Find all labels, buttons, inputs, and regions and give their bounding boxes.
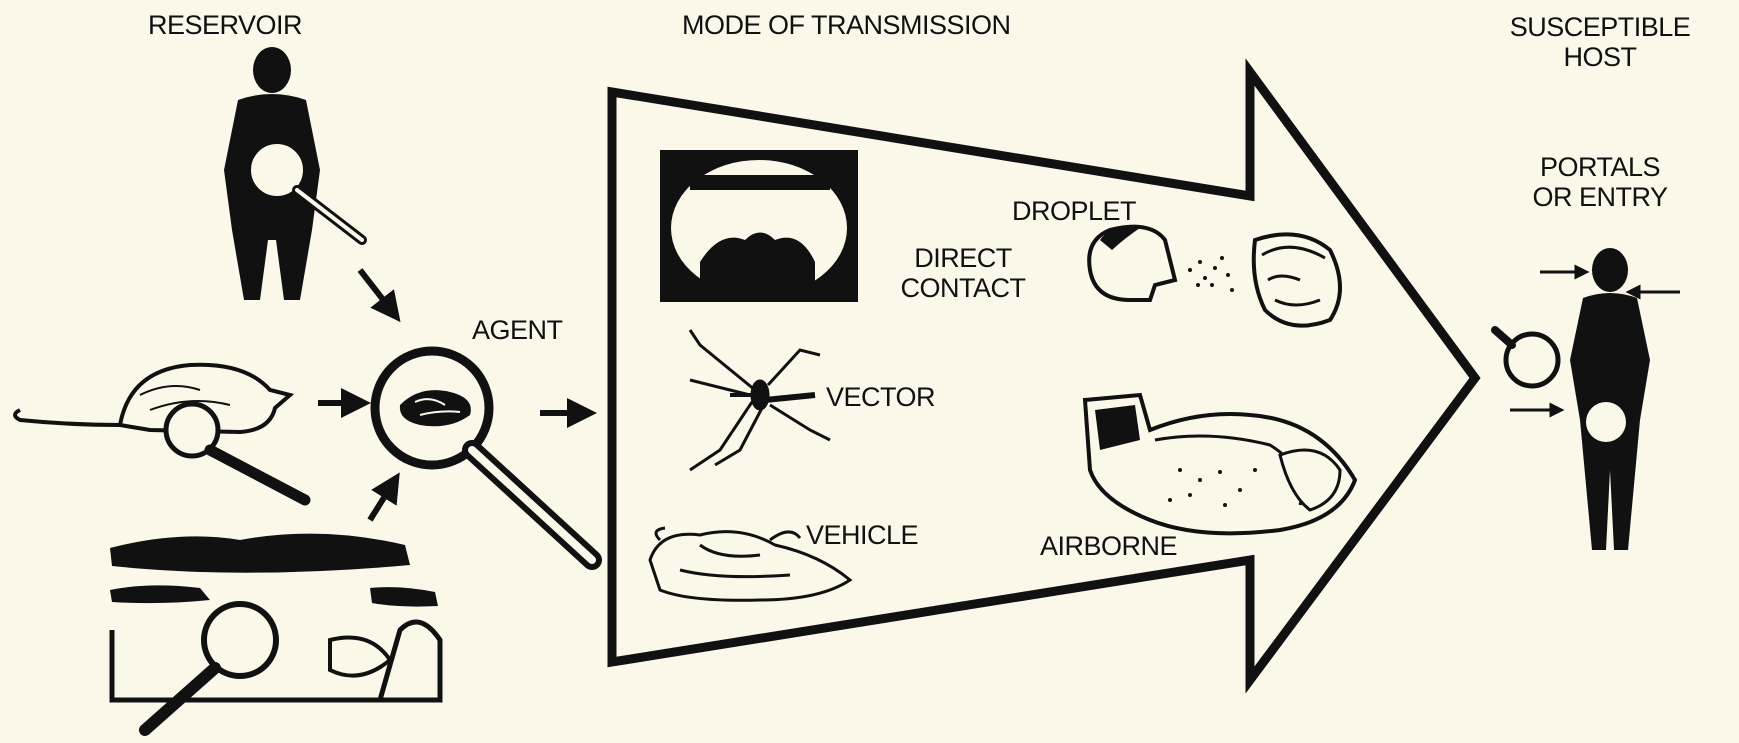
susceptible-host-line2: HOST [1470,42,1730,72]
mode-of-transmission-label: MODE OF TRANSMISSION [682,10,1011,40]
susceptible-host-icon [1495,248,1680,550]
portals-line1: PORTALS [1500,152,1700,182]
airborne-label: AIRBORNE [1040,531,1177,561]
direct-contact-line2: CONTACT [868,273,1058,303]
vehicle-label: VEHICLE [806,520,918,550]
direct-contact-label: DIRECT CONTACT [868,243,1058,303]
portals-line2: OR ENTRY [1500,182,1700,212]
human-reservoir-icon [224,47,362,300]
agent-label: AGENT [472,315,563,345]
reservoir-label: RESERVOIR [148,10,302,40]
agent-magnifier-icon [375,351,592,560]
droplet-label: DROPLET [1012,196,1136,226]
susceptible-host-line1: SUSCEPTIBLE [1470,12,1730,42]
portals-of-entry-label: PORTALS OR ENTRY [1500,152,1700,212]
environment-reservoir-icon [110,534,440,730]
direct-contact-icon [660,150,858,302]
direct-contact-line1: DIRECT [868,243,1058,273]
susceptible-host-label: SUSCEPTIBLE HOST [1470,12,1730,72]
vector-label: VECTOR [826,382,935,412]
rodent-reservoir-icon [15,365,305,500]
